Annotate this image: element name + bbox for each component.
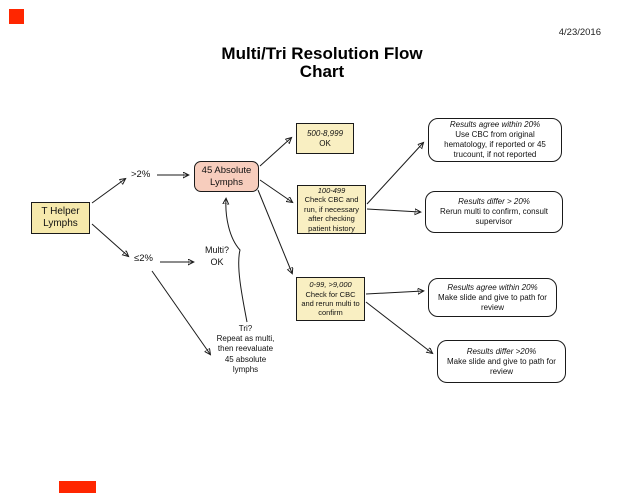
node-body: OK (319, 138, 331, 148)
node-results-agree-make-slide: Results agree within 20% Make slide and … (428, 278, 557, 317)
node-range-500-8999: 500-8,999 OK (296, 123, 354, 154)
connector-abslymphs-to-range500 (259, 138, 291, 167)
connector-le2-to-tri (151, 270, 210, 354)
red-square-marker (9, 9, 24, 24)
node-heading: 0-99, >9,000 (309, 280, 352, 290)
node-heading: 500-8,999 (306, 128, 344, 138)
connector-thelper-to-gt2 (91, 179, 125, 204)
node-t-helper-lymphs: T Helper Lymphs (31, 202, 90, 234)
slide-date: 4/23/2016 (558, 27, 601, 38)
label-tri-repeat: Tri? Repeat as multi, then reevaluate 45… (216, 324, 275, 374)
connector-range0-to-differ (365, 301, 432, 353)
node-body: Make slide and give to path for review (438, 292, 547, 312)
node-heading: Results differ > 20% (458, 197, 530, 206)
label-multi-ok: Multi? OK (204, 245, 229, 268)
connector-range100-to-differ (366, 208, 420, 212)
connector-range0-to-agree (365, 291, 423, 294)
node-heading: Results agree within 20% (447, 282, 538, 292)
node-45-absolute-lymphs: 45 Absolute Lymphs (194, 161, 259, 192)
red-bar-marker (59, 481, 96, 493)
node-results-differ-make-slide: Results differ >20% Make slide and give … (437, 340, 566, 383)
label-greater-than-2pct: >2% (131, 169, 151, 180)
label-less-equal-2pct: ≤2% (134, 253, 153, 264)
node-body: Use CBC from original hematology, if rep… (444, 130, 546, 159)
node-heading: Results differ >20% (466, 346, 537, 356)
connector-range100-to-agree (366, 143, 423, 205)
node-heading: 100-499 (317, 186, 346, 196)
node-body: Rerun multi to confirm, consult supervis… (439, 207, 549, 226)
connector-tri-to-abslymphs-curve (226, 199, 248, 323)
connector-thelper-to-le2 (91, 223, 128, 256)
node-range-0-99-9000: 0-99, >9,000 Check for CBC and rerun mul… (296, 277, 365, 321)
node-heading: Results agree within 20% (449, 120, 541, 129)
node-results-differ-rerun: Results differ > 20% Rerun multi to conf… (425, 191, 563, 233)
connector-abslymphs-to-range100 (259, 179, 292, 202)
node-body: Check CBC and run, if necessary after ch… (303, 195, 360, 233)
node-results-agree-use-cbc: Results agree within 20% Use CBC from or… (428, 118, 562, 162)
node-range-100-499: 100-499 Check CBC and run, if necessary … (297, 185, 366, 234)
connector-abslymphs-to-range0 (257, 189, 292, 273)
node-body: Check for CBC and rerun multi to confirm (301, 289, 360, 318)
page-title: Multi/Tri Resolution Flow Chart (221, 44, 423, 82)
node-body: Make slide and give to path for review (447, 356, 556, 376)
